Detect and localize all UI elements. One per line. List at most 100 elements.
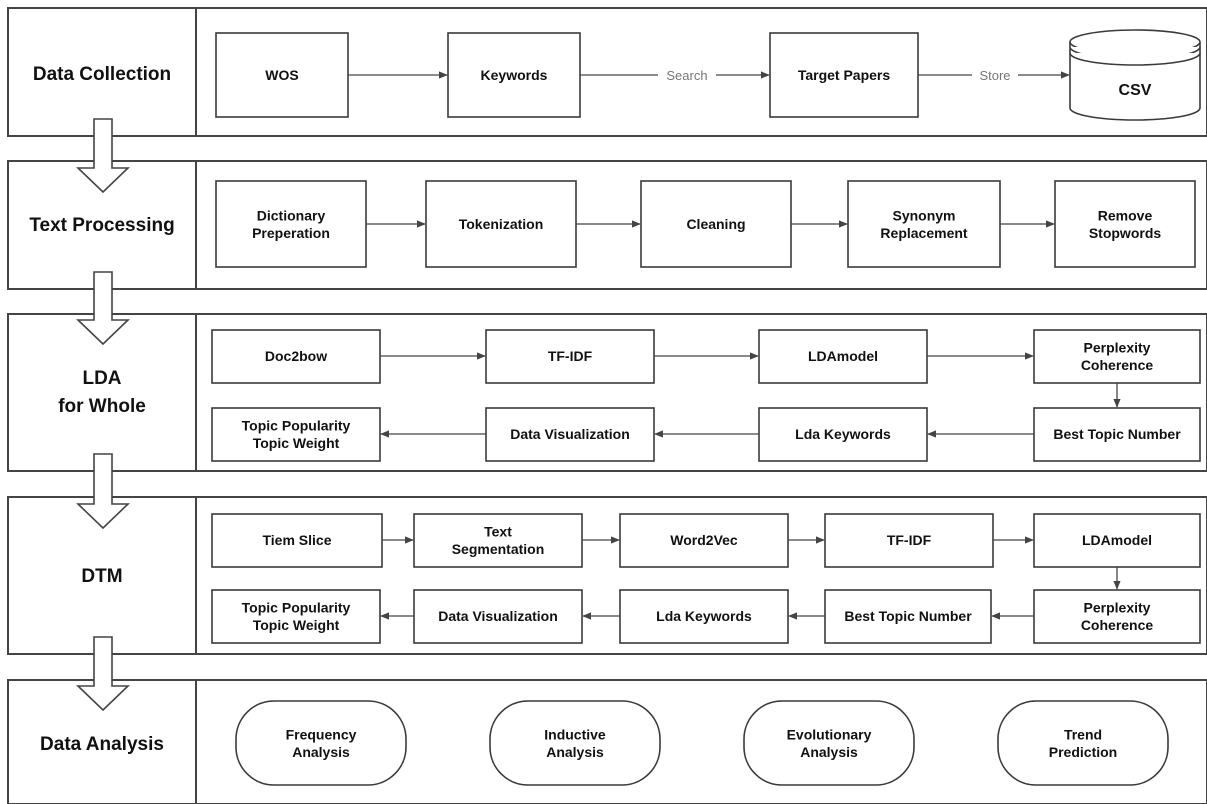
node-dtm-topic-popularity-label-line-1: Topic Popularity (242, 599, 351, 615)
node-wos-label: WOS (265, 67, 298, 83)
node-lda-doc2bow-label: Doc2bow (265, 348, 327, 364)
node-frequency-analysis-label-line-1: Frequency (286, 726, 357, 742)
node-dictionary-preperation (215, 180, 367, 268)
node-remove-stopwords-label-line-2: Stopwords (1089, 225, 1162, 241)
node-lda-ldamodel-label-line-1: LDAmodel (808, 348, 878, 364)
node-lda-perplexity-coherence-label-line-2: Coherence (1081, 357, 1154, 373)
stage-title-text-processing-line-1: Text Processing (29, 215, 174, 236)
node-dtm-text-segmentation-label-line-1: Text (484, 523, 512, 539)
node-dtm-data-visualization (413, 589, 583, 644)
node-lda-best-topic-number (1033, 407, 1201, 462)
node-dtm-ldamodel-label-line-1: LDAmodel (1082, 532, 1152, 548)
node-dtm-tfidf-label-line-1: TF-IDF (887, 532, 932, 548)
node-dtm-tfidf (824, 513, 994, 568)
node-dtm-ldamodel-label: LDAmodel (1082, 532, 1152, 548)
node-dtm-word2vec-label: Word2Vec (670, 532, 738, 548)
node-evolutionary-analysis-label-line-1: Evolutionary (787, 726, 872, 742)
node-tokenization (425, 180, 577, 268)
node-trend-prediction-label-line-1: Trend (1064, 726, 1102, 742)
node-lda-ldamodel-label: LDAmodel (808, 348, 878, 364)
stage-title-data-collection-line-1: Data Collection (33, 64, 171, 85)
node-dtm-data-visualization-label-line-1: Data Visualization (438, 608, 558, 624)
node-dtm-topic-popularity-label-line-2: Topic Weight (253, 617, 340, 633)
node-inductive-analysis-label-line-2: Analysis (546, 744, 604, 760)
node-dictionary-preperation-label-line-2: Preperation (252, 225, 330, 241)
node-dtm-keywords (619, 589, 789, 644)
node-csv-database (1069, 29, 1201, 121)
edge-label-search-line-1: Search (666, 68, 707, 83)
node-target-papers (769, 32, 919, 118)
node-lda-topic-popularity-label-line-1: Topic Popularity (242, 417, 351, 433)
node-lda-perplexity-coherence (1033, 329, 1201, 384)
node-lda-topic-popularity (211, 407, 381, 462)
node-keywords-label-line-1: Keywords (481, 67, 548, 83)
node-dtm-text-segmentation (413, 513, 583, 568)
stage-title-data-analysis: Data Analysis (40, 734, 164, 755)
node-lda-data-visualization-label: Data Visualization (510, 426, 630, 442)
node-csv-label: CSV (1119, 82, 1152, 99)
node-dtm-keywords-label-line-1: Lda Keywords (656, 608, 752, 624)
node-lda-best-topic-number-label-line-1: Best Topic Number (1053, 426, 1181, 442)
node-evolutionary-analysis-label-line-2: Analysis (800, 744, 858, 760)
node-dtm-topic-popularity (211, 589, 381, 644)
node-dtm-best-topic-number (824, 589, 992, 644)
node-lda-tfidf (485, 329, 655, 384)
node-synonym-replacement (847, 180, 1001, 268)
node-keywords (447, 32, 581, 118)
node-dtm-tfidf-label: TF-IDF (887, 532, 932, 548)
node-frequency-analysis (235, 700, 407, 786)
node-frequency-analysis-label-line-2: Analysis (292, 744, 350, 760)
node-wos (215, 32, 349, 118)
node-inductive-analysis (489, 700, 661, 786)
node-cleaning-label-line-1: Cleaning (686, 216, 745, 232)
node-target-papers-label-line-1: Target Papers (798, 67, 891, 83)
node-trend-prediction (997, 700, 1169, 786)
node-dtm-perplexity-coherence-label-line-1: Perplexity (1084, 599, 1151, 615)
node-dtm-perplexity-coherence (1033, 589, 1201, 644)
stage-title-dtm-line-1: DTM (81, 566, 122, 587)
node-tokenization-label: Tokenization (459, 216, 544, 232)
node-lda-best-topic-number-label: Best Topic Number (1053, 426, 1181, 442)
stage-flow-arrow-2 (76, 271, 130, 346)
node-lda-data-visualization-label-line-1: Data Visualization (510, 426, 630, 442)
stage-title-lda-whole-line-1: LDA (82, 368, 121, 389)
node-inductive-analysis-label-line-1: Inductive (544, 726, 606, 742)
node-evolutionary-analysis (743, 700, 915, 786)
node-dictionary-preperation-label-line-1: Dictionary (257, 207, 326, 223)
stage-title-dtm: DTM (81, 566, 122, 587)
panel-data-collection (7, 7, 1207, 137)
stage-title-text-processing: Text Processing (29, 215, 174, 236)
edge-label-store: Store (979, 68, 1010, 83)
node-cleaning (640, 180, 792, 268)
node-synonym-replacement-label-line-1: Synonym (892, 207, 955, 223)
node-dtm-text-segmentation-label-line-2: Segmentation (452, 541, 545, 557)
node-lda-topic-popularity-label-line-2: Topic Weight (253, 435, 340, 451)
panel-text-processing (7, 160, 1207, 290)
node-synonym-replacement-label-line-2: Replacement (880, 225, 967, 241)
node-lda-data-visualization (485, 407, 655, 462)
node-keywords-label: Keywords (481, 67, 548, 83)
node-lda-keywords-label-line-1: Lda Keywords (795, 426, 891, 442)
stage-flow-arrow-1 (76, 118, 130, 194)
stage-flow-arrow-3 (76, 453, 130, 530)
edge-label-search: Search (666, 68, 707, 83)
panel-dtm (7, 496, 1207, 655)
node-dtm-word2vec-label-line-1: Word2Vec (670, 532, 738, 548)
node-dtm-perplexity-coherence-label-line-2: Coherence (1081, 617, 1154, 633)
stage-title-lda-whole-line-2: for Whole (58, 396, 146, 417)
node-lda-perplexity-coherence-label-line-1: Perplexity (1084, 339, 1151, 355)
node-dtm-time-slice-label-line-1: Tiem Slice (262, 532, 331, 548)
stage-title-data-analysis-line-1: Data Analysis (40, 734, 164, 755)
node-lda-tfidf-label-line-1: TF-IDF (548, 348, 593, 364)
node-remove-stopwords-label-line-1: Remove (1098, 207, 1153, 223)
